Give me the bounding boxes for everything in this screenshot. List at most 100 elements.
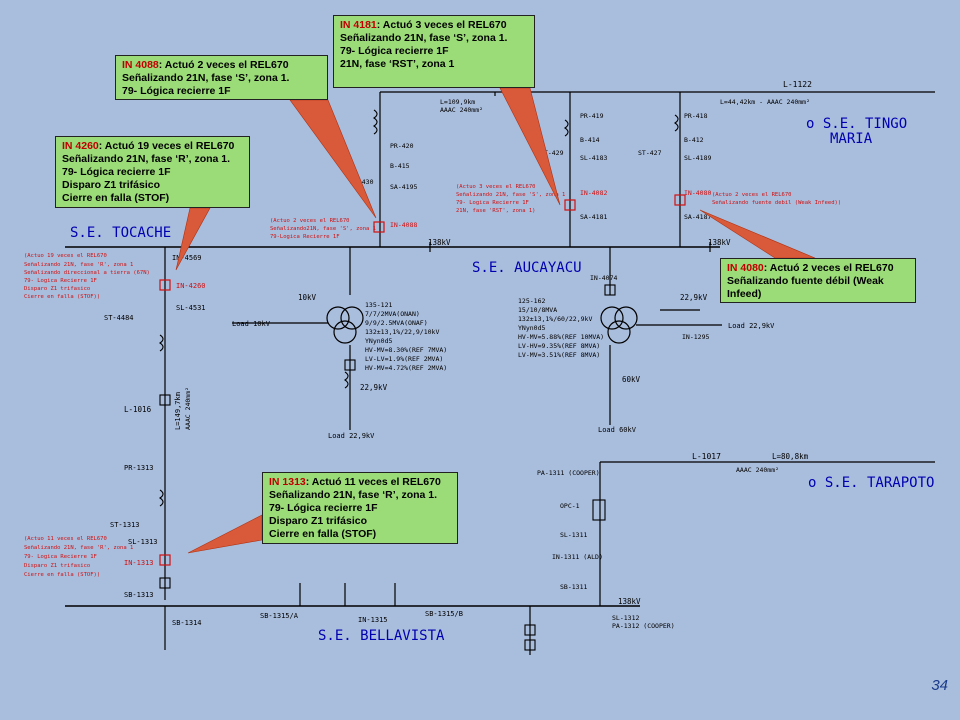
label-opc: OPC-1 (560, 502, 580, 510)
red-note-line: Disparo Z1 trifasico (24, 563, 90, 569)
label-pr419: PR-419 (580, 112, 604, 120)
callout-line: Cierre en falla (STOF) (269, 528, 377, 540)
callout-text: : Actuó 19 veces el REL670 (98, 140, 235, 152)
red-note-line: 79- Logica Recierre 1F (24, 554, 97, 560)
callout-line: IN 1313: Actuó 11 veces el REL670 (269, 476, 451, 489)
label-sl1313: SL-1313 (128, 538, 158, 546)
callout-line: Infeed) (727, 288, 762, 300)
tr1-l7: HV-MV=4.72%(REF 2MVA) (365, 364, 447, 372)
label-in1313: IN-1313 (124, 559, 154, 567)
callout-code: IN 4088 (122, 59, 159, 71)
pointer-4260 (175, 207, 211, 271)
callout-in4080: IN 4080: Actuó 2 veces el REL670 Señaliz… (720, 258, 916, 303)
callout-line: Señalizando 21N, fase ‘S’, zona 1. (340, 32, 508, 44)
label-l1017-len: L=80,8km (772, 452, 809, 461)
label-sl4189: SL-4189 (684, 154, 711, 162)
label-in1315: IN-1315 (358, 616, 388, 624)
label-l1122: L-1122 (783, 80, 812, 89)
label-st427: ST-427 (638, 149, 662, 157)
label-l109-spec: AAAC 240mm² (440, 106, 483, 114)
label-sl4531: SL-4531 (176, 304, 206, 312)
label-60kv: 60kV (622, 375, 641, 384)
red-note-line: (Actuo 11 veces el REL670 (24, 536, 107, 542)
callout-line: 79- Lógica recierre 1F (269, 502, 378, 514)
page-number: 34 (931, 677, 948, 694)
callout-line: IN 4088: Actuó 2 veces el REL670 (122, 59, 321, 72)
callout-in1313: IN 1313: Actuó 11 veces el REL670 Señali… (262, 472, 458, 544)
label-sb1315a: SB-1315/A (260, 612, 299, 620)
label-st1313: ST-1313 (110, 521, 140, 529)
label-l1016: L-1016 (124, 405, 152, 414)
label-in1295: IN-1295 (682, 333, 709, 341)
tr2-l1: 15/10/8MVA (518, 306, 557, 314)
callout-in4088: IN 4088: Actuó 2 veces el REL670 Señaliz… (115, 55, 328, 100)
label-pa1312: PA-1312 (COOPER) (612, 622, 675, 630)
label-st429: ST-429 (540, 149, 564, 157)
label-l1017: L-1017 (692, 452, 721, 461)
pointer-4181 (499, 87, 561, 206)
label-in4569: IN-4569 (172, 254, 202, 262)
label-b414: B-414 (580, 136, 600, 144)
callout-line: Disparo Z1 trifásico (62, 179, 161, 191)
label-load60: Load 60kV (598, 426, 637, 434)
label-138kv-c: 138kV (618, 597, 641, 606)
red-note-1313: (Actuo 11 veces el REL670 Señalizando 21… (24, 536, 133, 578)
red-note-tocache: (Actuo 19 veces el REL670 Señalizando 21… (24, 253, 150, 300)
red-note-line: 79- Logica Recierre 1F (456, 200, 529, 206)
label-sa4181: SA-4181 (580, 213, 607, 221)
label-pr418: PR-418 (684, 112, 708, 120)
callout-code: IN 4181 (340, 19, 377, 31)
label-sb1313: SB-1313 (124, 591, 154, 599)
station-tingo-maria-2: MARIA (830, 131, 873, 147)
pointer-1313 (187, 514, 263, 554)
station-aucayacu: S.E. AUCAYACU (472, 260, 582, 276)
tr1-l2: 9/9/2.5MVA(ONAF) (365, 319, 428, 327)
label-sl4183: SL-4183 (580, 154, 607, 162)
callout-line: 79- Lógica recierre 1F (340, 45, 449, 57)
callout-in4260: IN 4260: Actuó 19 veces el REL670 Señali… (55, 136, 250, 208)
callout-line: Señalizando 21N, fase ‘R’, zona 1. (62, 153, 231, 165)
label-sb1315b: SB-1315/B (425, 610, 463, 618)
label-l1017-spec: AAAC 240mm² (736, 466, 779, 474)
red-note-line: Señalizando 21N, fase 'R', zona 1 (24, 545, 133, 551)
tr2-l2: 132±13,1%/60/22,9kV (518, 315, 592, 323)
station-tingo-maria: o S.E. TINGO (806, 116, 907, 132)
red-note-4088: (Actuo 2 veces el REL670 Señalizando21N,… (270, 218, 376, 240)
label-l109: L=109,9km (440, 98, 475, 106)
callout-pointers (175, 87, 816, 554)
label-st4484: ST-4484 (104, 314, 134, 322)
red-note-line: Señalizando 21N, fase 'S', zona 1 (456, 192, 565, 198)
red-note-line: 79-Logica Recierre 1F (270, 234, 340, 240)
label-load22: Load 22,9kV (328, 432, 375, 440)
callout-line: 21N, fase ‘RST’, zona 1 (340, 58, 455, 70)
label-sa4195: SA-4195 (390, 183, 417, 191)
red-note-line: Señalizando fuente debil (Weak Infeed)) (712, 200, 841, 206)
red-note-line: Disparo Z1 trifasico (24, 286, 90, 292)
callout-code: IN 4260 (62, 140, 99, 152)
red-note-line: Señalizando21N, fase 'S', zona 1 (270, 226, 376, 232)
station-tarapoto: o S.E. TARAPOTO (808, 475, 934, 491)
callout-text: : Actuó 3 veces el REL670 (376, 19, 507, 31)
callout-code: IN 1313 (269, 476, 306, 488)
callout-text: : Actuó 2 veces el REL670 (158, 59, 289, 71)
tr2-l6: LV-MV=3.51%(REF 8MVA) (518, 351, 600, 359)
tr1-l1: 7/7/2MVA(ONAN) (365, 310, 420, 318)
label-l1122-spec: L=44,42km - AAAC 240mm² (720, 98, 810, 106)
tr2-l4: HV-MV=5.88%(REF 10MVA) (518, 333, 604, 341)
label-138kv-b: 138kV (708, 238, 731, 247)
red-note-line: 21N, fase 'RST', zona 1) (456, 208, 535, 214)
tr1-name: 135-121 (365, 301, 392, 309)
label-in4080: IN-4080 (684, 189, 711, 197)
callout-line: Disparo Z1 trifásico (269, 515, 368, 527)
label-sb1314: SB-1314 (172, 619, 202, 627)
label-sl1312: SL-1312 (612, 614, 639, 622)
callout-in4181: IN 4181: Actuó 3 veces el REL670 Señaliz… (333, 15, 535, 88)
red-note-line: (Actuo 2 veces el REL670 (712, 192, 791, 198)
red-note-line: Cierre en falla (STOF)) (24, 572, 100, 578)
label-sl1311: SL-1311 (560, 531, 587, 539)
tr1-l5: HV-MV=8.30%(REF 7MVA) (365, 346, 447, 354)
label-sb1311: SB-1311 (560, 583, 587, 591)
label-in4088: IN-4088 (390, 221, 417, 229)
label-22kv: 22,9kV (680, 293, 708, 302)
